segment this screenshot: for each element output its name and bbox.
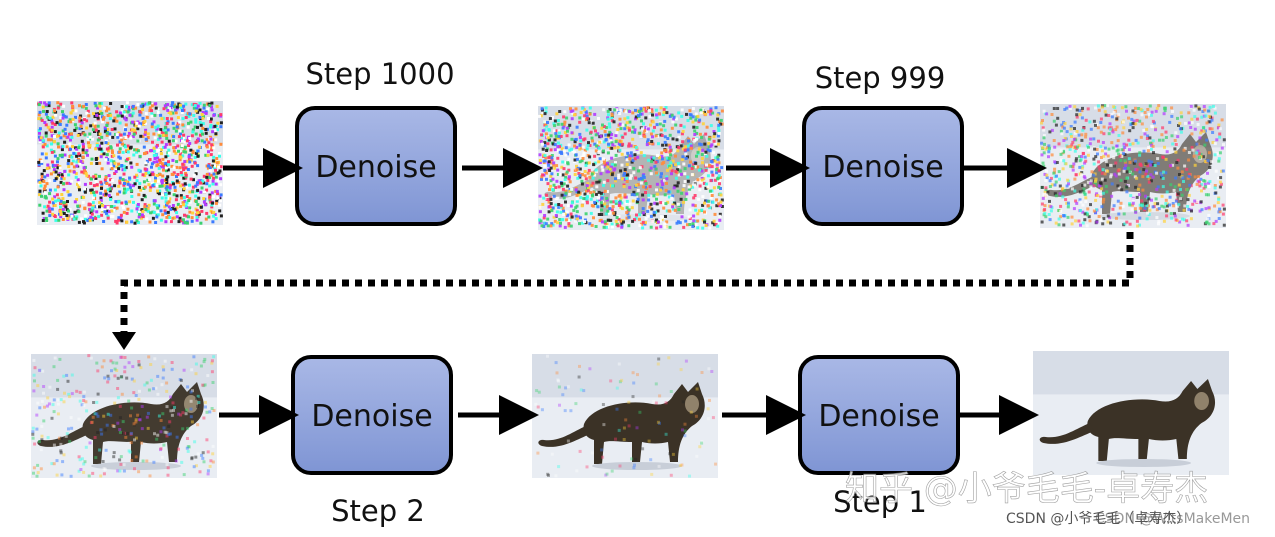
image-nearly-clean-cat (532, 354, 718, 478)
image-noisy-cat-1 (538, 106, 724, 230)
denoise-box-step-2: Denoise (291, 355, 453, 475)
denoise-label: Denoise (315, 150, 436, 185)
image-clean-cat (1033, 351, 1229, 475)
denoise-label: Denoise (818, 399, 939, 434)
step-label-1000: Step 1000 (305, 57, 454, 91)
cat-silhouette (37, 382, 204, 470)
arrows (219, 148, 1047, 435)
cat-silhouette (1039, 379, 1216, 467)
step-label-2: Step 2 (331, 494, 425, 528)
image-noisy-cat-2 (1040, 104, 1226, 228)
denoise-box-step-999: Denoise (802, 106, 964, 226)
denoise-label: Denoise (822, 150, 943, 185)
denoise-label: Denoise (311, 399, 432, 434)
denoise-box-step-1000: Denoise (295, 106, 457, 226)
csdn-watermark-overlap: CSDN @WitsMakeMen (1095, 511, 1250, 527)
zhihu-watermark: 知乎 @小爷毛毛-卓寿杰 (845, 469, 1208, 509)
cat-silhouette (538, 382, 705, 470)
denoise-box-step-1: Denoise (798, 355, 960, 475)
arrowhead-down-icon (112, 332, 136, 350)
image-noisy-cat-3 (31, 354, 217, 478)
image-pure-noise (37, 101, 223, 225)
step-label-999: Step 999 (815, 61, 946, 95)
step-label-1: Step 1 (833, 485, 927, 519)
dotted-connector-arrow (112, 232, 1134, 350)
csdn-watermark: CSDN @小爷毛毛（卓寿杰） (1006, 510, 1190, 527)
